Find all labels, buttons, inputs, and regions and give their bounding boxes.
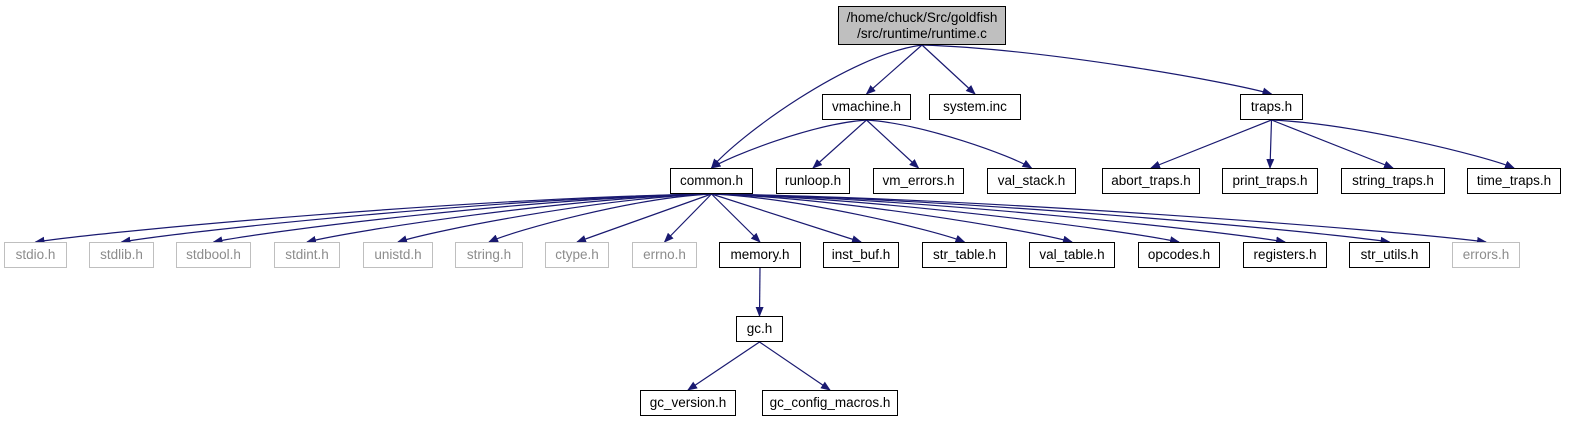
- edge-vmachine_h-to-runloop_h: [812, 119, 867, 169]
- node-traps-h[interactable]: traps.h: [1240, 94, 1303, 120]
- edge-gc_h-to-gc_version_h: [687, 341, 760, 391]
- edge-traps_h-to-print_traps_h: [1266, 119, 1275, 169]
- edge-traps_h-to-abort_traps_h: [1150, 119, 1272, 169]
- edge-common_h-to-stdint_h: [306, 193, 712, 244]
- edge-common_h-to-inst_buf_h: [711, 193, 862, 244]
- node-runtime-c: /home/chuck/Src/goldfish /src/runtime/ru…: [838, 6, 1006, 45]
- edge-traps_h-to-string_traps_h: [1271, 119, 1394, 169]
- node-runloop-h[interactable]: runloop.h: [776, 168, 850, 194]
- edge-common_h-to-unistd_h: [397, 193, 712, 244]
- node-vm-errors-h[interactable]: vm_errors.h: [873, 168, 964, 194]
- node-abort-traps-h[interactable]: abort_traps.h: [1102, 168, 1200, 194]
- edge-common_h-to-stdbool_h: [212, 193, 712, 245]
- node-val-table-h[interactable]: val_table.h: [1029, 242, 1115, 268]
- edge-common_h-to-errno_h: [663, 193, 712, 243]
- edge-gc_h-to-gc_config_macros_h: [759, 341, 831, 391]
- node-stdbool-h: stdbool.h: [176, 242, 251, 268]
- edge-common_h-to-stdlib_h: [120, 193, 712, 245]
- node-common-h[interactable]: common.h: [670, 168, 753, 194]
- edge-vmachine_h-to-vm_errors_h: [866, 119, 920, 169]
- node-time-traps-h[interactable]: time_traps.h: [1467, 168, 1561, 194]
- node-stdlib-h: stdlib.h: [89, 242, 154, 268]
- edge-runtime_c-to-traps_h: [921, 44, 1273, 96]
- node-str-utils-h[interactable]: str_utils.h: [1349, 242, 1430, 268]
- edge-common_h-to-opcodes_h: [711, 193, 1180, 245]
- node-string-traps-h[interactable]: string_traps.h: [1341, 168, 1445, 194]
- node-gc-version-h[interactable]: gc_version.h: [640, 390, 736, 416]
- node-vmachine-h[interactable]: vmachine.h: [822, 94, 911, 120]
- edge-common_h-to-memory_h: [711, 193, 761, 243]
- node-inst-buf-h[interactable]: inst_buf.h: [823, 242, 899, 268]
- node-errno-h: errno.h: [632, 242, 697, 268]
- node-stdio-h: stdio.h: [4, 242, 67, 268]
- node-system-inc[interactable]: system.inc: [929, 94, 1021, 120]
- node-str-table-h[interactable]: str_table.h: [922, 242, 1007, 268]
- node-print-traps-h[interactable]: print_traps.h: [1222, 168, 1318, 194]
- edge-common_h-to-registers_h: [711, 193, 1286, 245]
- node-opcodes-h[interactable]: opcodes.h: [1138, 242, 1220, 268]
- node-registers-h[interactable]: registers.h: [1243, 242, 1327, 268]
- node-runtime-c-line2: /src/runtime/runtime.c: [857, 25, 987, 41]
- edge-runtime_c-to-system_inc: [921, 44, 976, 95]
- edge-common_h-to-errors_h: [711, 193, 1487, 245]
- node-gc-h[interactable]: gc.h: [736, 316, 783, 342]
- edge-common_h-to-stdio_h: [34, 193, 712, 245]
- node-val-stack-h[interactable]: val_stack.h: [987, 168, 1076, 194]
- edge-traps_h-to-time_traps_h: [1271, 119, 1515, 169]
- edge-common_h-to-string_h: [488, 193, 712, 243]
- edge-vmachine_h-to-common_h: [710, 119, 867, 169]
- edge-memory_h-to-gc_h: [755, 267, 764, 317]
- node-errors-h: errors.h: [1452, 242, 1520, 268]
- node-gc-config-macros-h[interactable]: gc_config_macros.h: [762, 390, 898, 416]
- node-stdint-h: stdint.h: [274, 242, 340, 268]
- edge-common_h-to-ctype_h: [576, 193, 712, 243]
- edge-vmachine_h-to-val_stack_h: [866, 119, 1033, 169]
- edge-common_h-to-str_utils_h: [711, 193, 1391, 245]
- edge-common_h-to-str_table_h: [711, 193, 966, 243]
- edge-runtime_c-to-common_h: [710, 44, 923, 169]
- edge-common_h-to-val_table_h: [711, 193, 1073, 244]
- node-unistd-h: unistd.h: [363, 242, 433, 268]
- node-ctype-h: ctype.h: [545, 242, 609, 268]
- node-runtime-c-line1: /home/chuck/Src/goldfish: [846, 9, 998, 25]
- edge-runtime_c-to-vmachine_h: [865, 44, 923, 95]
- node-string-h: string.h: [455, 242, 523, 268]
- node-memory-h[interactable]: memory.h: [719, 242, 801, 268]
